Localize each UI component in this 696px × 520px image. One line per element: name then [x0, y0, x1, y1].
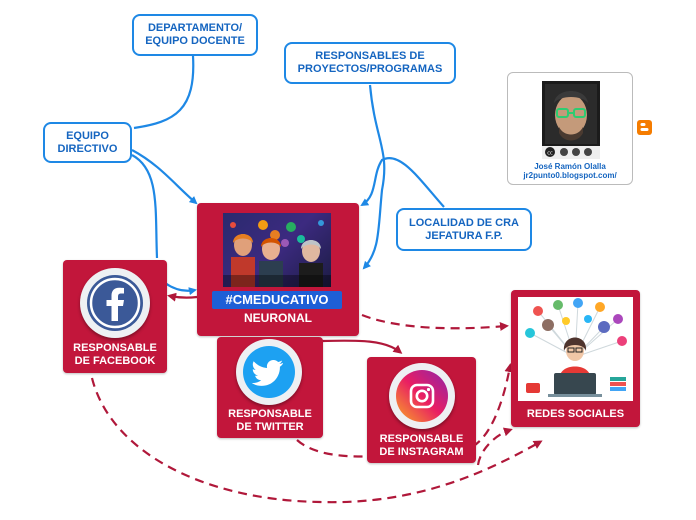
topic-localidad[interactable]: LOCALIDAD DE CRA JEFATURA F.P. — [396, 208, 532, 251]
central-title: NEURONAL — [244, 311, 312, 325]
link-instagram-redes — [476, 427, 513, 466]
twitter-icon — [251, 360, 283, 386]
blogger-icon[interactable] — [637, 120, 652, 135]
twitter-circle — [236, 339, 302, 405]
author-name: José Ramón Olalla — [534, 162, 606, 171]
instagram-circle — [389, 363, 455, 429]
cc-icon — [545, 147, 555, 157]
redes-sociales-card[interactable]: REDES SOCIALES — [511, 290, 640, 427]
facebook-label: RESPONSABLE DE FACEBOOK — [73, 342, 157, 367]
redes-sociales-label: REDES SOCIALES — [526, 408, 625, 420]
author-blog-link[interactable]: jr2punto0.blogspot.com/ — [523, 171, 617, 180]
topic-departamento[interactable]: DEPARTAMENTO/ EQUIPO DOCENTE — [132, 14, 258, 56]
central-hashtag: #CMEDUCATIVO — [212, 291, 342, 309]
author-badge[interactable]: cc José Ramón Olalla jr2punto0.blogspot.… — [507, 72, 633, 185]
link-central-redes — [361, 313, 509, 332]
link-central-instagram — [321, 339, 403, 354]
topic-equipo-directivo[interactable]: EQUIPO DIRECTIVO — [43, 122, 132, 163]
link-departamento-equipo — [133, 55, 195, 130]
author-avatar-image: cc — [542, 81, 600, 159]
link-equipo-facebook — [131, 154, 159, 259]
link-localidad-central — [360, 157, 445, 208]
twitter-label: RESPONSABLE DE TWITTER — [228, 408, 312, 433]
central-photo — [223, 213, 331, 287]
facebook-card[interactable]: RESPONSABLE DE FACEBOOK — [63, 260, 167, 373]
link-twitter-redes — [296, 363, 514, 458]
topic-responsables[interactable]: RESPONSABLES DE PROYECTOS/PROGRAMAS — [284, 42, 456, 84]
central-node[interactable]: #CMEDUCATIVO NEURONAL — [197, 203, 359, 336]
twitter-card[interactable]: RESPONSABLE DE TWITTER — [217, 337, 323, 438]
link-facebook-redes — [90, 377, 543, 504]
facebook-circle — [80, 268, 150, 338]
facebook-icon — [89, 277, 141, 329]
link-responsables-central — [362, 84, 386, 270]
svg-text:cc: cc — [547, 151, 553, 157]
link-equipo-central — [131, 149, 198, 205]
instagram-label: RESPONSABLE DE INSTAGRAM — [379, 433, 464, 458]
instagram-icon — [409, 383, 435, 409]
link-central-facebook — [167, 292, 198, 302]
redes-sociales-illustration — [518, 297, 633, 401]
link-central-arrow — [164, 282, 197, 296]
instagram-card[interactable]: RESPONSABLE DE INSTAGRAM — [367, 357, 476, 463]
